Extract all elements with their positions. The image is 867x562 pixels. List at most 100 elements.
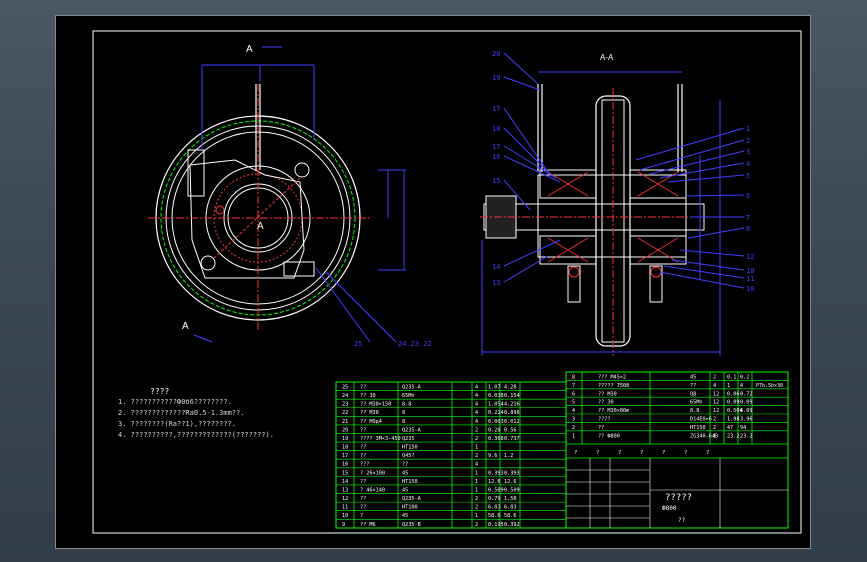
table-cell: 8	[402, 419, 405, 425]
table-cell: Q235-A	[402, 496, 422, 502]
table-cell: ??	[598, 425, 604, 431]
table-cell: 24	[342, 393, 348, 399]
callout-label: 6	[746, 192, 750, 200]
table-cell: 0.2	[740, 375, 749, 381]
callout-label: 1	[746, 125, 750, 133]
table-cell: ???? 3M×3-450	[360, 436, 401, 442]
table-cell: 1	[572, 433, 575, 439]
table-cell: 45	[402, 470, 408, 476]
table-cell: 6	[572, 391, 575, 397]
table-cell: 0.09	[740, 400, 753, 406]
table-cell: 0.28	[488, 427, 501, 433]
table-cell: 2	[475, 453, 478, 459]
callout-label: 8	[746, 225, 750, 233]
table-cell: Q8	[690, 391, 696, 397]
callout-24-23-22: 24 23 22	[398, 340, 432, 348]
callout-label: 10	[746, 267, 754, 275]
title-block-name: ?????	[665, 493, 692, 503]
table-cell: 21	[342, 419, 348, 425]
table-cell: 47	[727, 425, 733, 431]
callout-label: 17	[492, 105, 500, 113]
table-cell: 12	[342, 496, 348, 502]
table-cell: 4	[740, 383, 743, 389]
table-cell: 2	[713, 425, 716, 431]
col-note: P7b.5b×30	[756, 383, 783, 389]
note-line: 4. ??????????,?????????????(???????).	[118, 431, 274, 439]
table-cell: ??? M45×2	[598, 375, 626, 381]
table-cell: 4	[475, 393, 478, 399]
table-cell: 23.2	[727, 433, 740, 439]
table-cell: ??	[360, 385, 366, 391]
table-header-cell: ?	[618, 450, 621, 456]
section-mark-top: A	[246, 44, 253, 55]
table-cell: 11	[342, 505, 348, 511]
callout-label: 11	[746, 275, 754, 283]
callout-label: 4	[746, 160, 750, 168]
table-cell: ??	[360, 479, 366, 485]
notes-title: ????	[150, 387, 170, 396]
table-cell: 12	[713, 408, 719, 414]
table-cell: 1	[475, 513, 478, 519]
table-cell: 5	[572, 400, 575, 406]
table-cell: 0.504	[727, 408, 743, 414]
table-cell: ? 46×140	[360, 487, 385, 493]
table-header-cell: ?	[684, 450, 687, 456]
table-cell: HT100	[402, 505, 418, 511]
table-cell: Q235-B	[402, 522, 421, 528]
table-cell: HT150	[402, 479, 418, 485]
note-line: 2. ?????????????Ra0.5-1.3mm??.	[118, 409, 245, 417]
callout-label: 14	[492, 263, 500, 271]
table-cell: ?? 30	[598, 400, 614, 406]
table-cell: 0.012	[504, 419, 520, 425]
table-cell: 1	[727, 383, 730, 389]
table-cell: 20	[342, 427, 348, 433]
table-cell: ?? M30×80m	[598, 408, 629, 414]
table-cell: 6.83	[504, 505, 517, 511]
parts-table	[335, 371, 789, 529]
callout-label: 16	[492, 153, 500, 161]
center-mark: A	[257, 221, 264, 232]
table-cell: 0.509	[504, 487, 520, 493]
table-header-cell: ?	[640, 450, 643, 456]
table-cell: 15	[342, 470, 348, 476]
table-cell: ??	[402, 462, 408, 468]
table-cell: 25	[342, 385, 348, 391]
front-view	[148, 46, 406, 343]
table-cell: ?? M30	[598, 391, 617, 397]
section-mark-bottom: A	[182, 321, 189, 332]
table-cell: ??	[690, 383, 696, 389]
table-cell: HT150	[402, 445, 418, 451]
table-cell: 4	[713, 383, 716, 389]
table-cell: 4	[475, 410, 478, 416]
table-cell: ???	[360, 462, 369, 468]
table-cell: 12	[713, 400, 719, 406]
callout-label: 15	[492, 177, 500, 185]
section-view	[480, 52, 745, 356]
table-cell: ??	[360, 445, 366, 451]
table-cell: 0.195	[488, 522, 504, 528]
table-cell: 12.6	[504, 479, 517, 485]
table-cell: 0.09	[727, 400, 740, 406]
table-cell: 4.28	[504, 385, 517, 391]
table-cell: D14E0×6	[690, 417, 712, 423]
callout-label: 2	[746, 137, 750, 145]
table-cell: ??	[360, 453, 366, 459]
table-cell: 1.054	[488, 402, 504, 408]
table-cell: 0.038	[488, 393, 504, 399]
table-cell: 14	[342, 479, 348, 485]
table-header-cell: ?	[596, 450, 599, 456]
table-cell: 0.79	[488, 496, 501, 502]
callout-label: 13	[492, 279, 500, 287]
table-cell: 6.83	[488, 505, 501, 511]
table-cell: 0.896	[504, 410, 520, 416]
title-block-unit: ??	[678, 517, 686, 524]
table-cell: 9	[342, 522, 345, 528]
table-cell: 23.2	[740, 433, 753, 439]
table-cell: 8	[572, 375, 575, 381]
table-cell: 2	[475, 427, 478, 433]
table-cell: 13	[342, 487, 348, 493]
